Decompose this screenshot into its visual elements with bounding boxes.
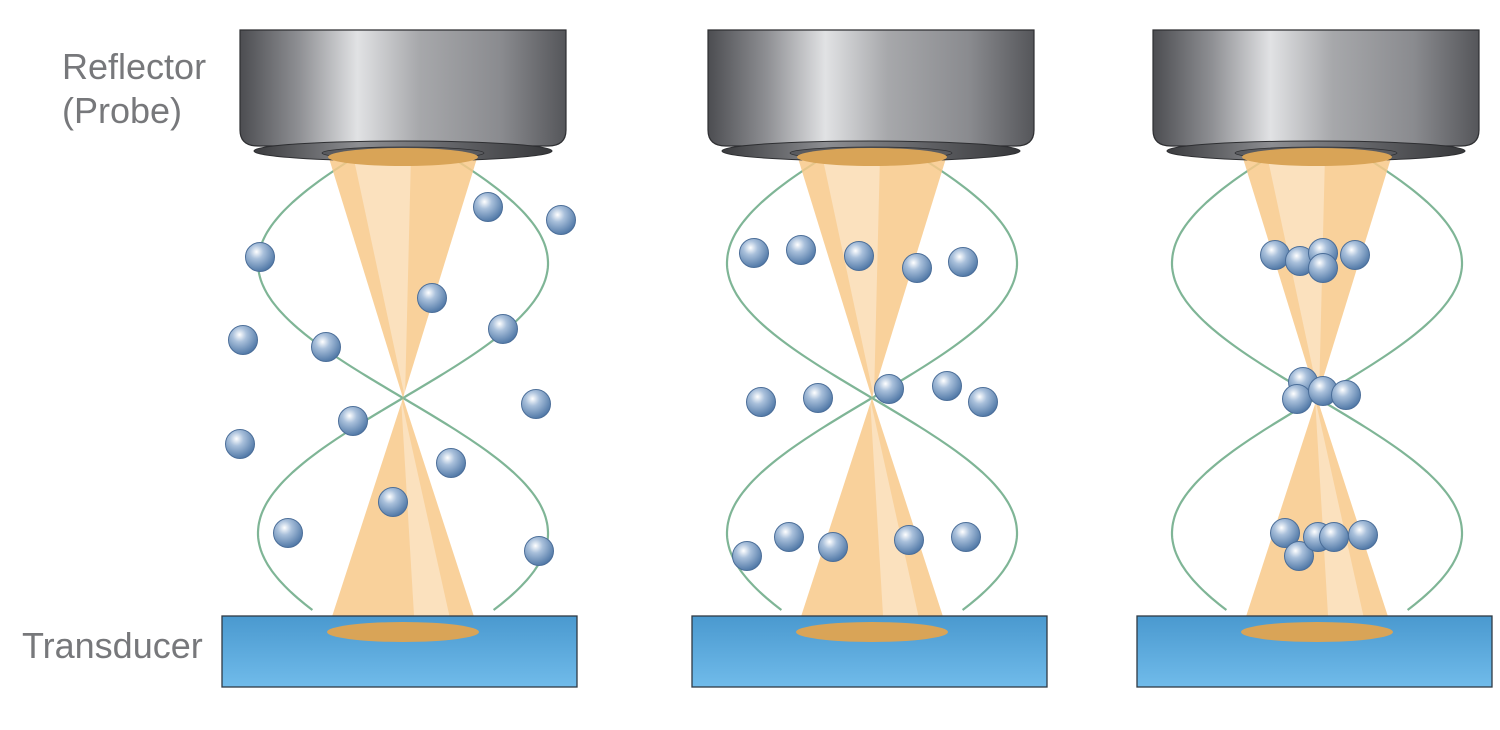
- particle: [417, 283, 447, 313]
- particle: [948, 247, 978, 277]
- beam-highlight-lower: [870, 398, 922, 632]
- particle: [818, 532, 848, 562]
- beam-lower-cone: [327, 398, 479, 632]
- reflector-label: Reflector: [62, 46, 207, 87]
- particle: [546, 205, 576, 235]
- particle: [1308, 253, 1338, 283]
- reflector-probe: [707, 29, 1035, 147]
- beam-highlight-lower: [1315, 398, 1367, 632]
- beam-lower-cone: [796, 398, 948, 632]
- reflector-probe: [239, 29, 567, 147]
- particle: [1282, 384, 1312, 414]
- particle: [951, 522, 981, 552]
- beam-cap-top: [1242, 148, 1392, 166]
- particle: [524, 536, 554, 566]
- particle: [1348, 520, 1378, 550]
- beam-lower-cone: [1241, 398, 1393, 632]
- beam-highlight-upper: [822, 155, 880, 398]
- beam-cap-top: [328, 148, 478, 166]
- particle: [1331, 380, 1361, 410]
- particle: [968, 387, 998, 417]
- particle: [1260, 240, 1290, 270]
- particle: [311, 332, 341, 362]
- panel-random: [221, 29, 578, 688]
- particle: [1270, 518, 1300, 548]
- particle: [473, 192, 503, 222]
- probe-label: (Probe): [62, 90, 183, 131]
- transducer-label: Transducer: [22, 625, 203, 666]
- particle: [746, 387, 776, 417]
- panel-trapped: [1136, 29, 1493, 688]
- particle: [1284, 541, 1314, 571]
- beam-highlight-upper: [1267, 155, 1325, 398]
- particle: [228, 325, 258, 355]
- particle: [732, 541, 762, 571]
- particle: [739, 238, 769, 268]
- particle: [521, 389, 551, 419]
- beam-upper-cone: [797, 155, 947, 398]
- particle: [225, 429, 255, 459]
- particle: [902, 253, 932, 283]
- panels-layer: [221, 29, 1493, 688]
- particle: [874, 374, 904, 404]
- standing-wave-left: [256, 159, 550, 611]
- particle: [774, 522, 804, 552]
- particle: [894, 525, 924, 555]
- particle: [786, 235, 816, 265]
- standing-wave-right: [725, 159, 1019, 611]
- particle: [338, 406, 368, 436]
- reflector-probe-label: Reflector (Probe): [62, 45, 206, 133]
- particle: [245, 242, 275, 272]
- beam-upper-cone: [328, 155, 478, 398]
- particle: [273, 518, 303, 548]
- beam-highlight-lower: [401, 398, 453, 632]
- beam-cap-top: [797, 148, 947, 166]
- particle: [436, 448, 466, 478]
- beam-cap-bottom: [327, 622, 479, 642]
- reflector-probe: [1152, 29, 1480, 147]
- standing-wave-right: [256, 159, 550, 611]
- particle: [932, 371, 962, 401]
- panel-forming: [691, 29, 1048, 688]
- particle: [488, 314, 518, 344]
- beam-cap-bottom: [1241, 622, 1393, 642]
- beam-highlight-upper: [353, 155, 411, 398]
- particle: [1319, 522, 1349, 552]
- particle: [803, 383, 833, 413]
- particle: [1340, 240, 1370, 270]
- beam-cap-bottom: [796, 622, 948, 642]
- particle: [844, 241, 874, 271]
- particle: [378, 487, 408, 517]
